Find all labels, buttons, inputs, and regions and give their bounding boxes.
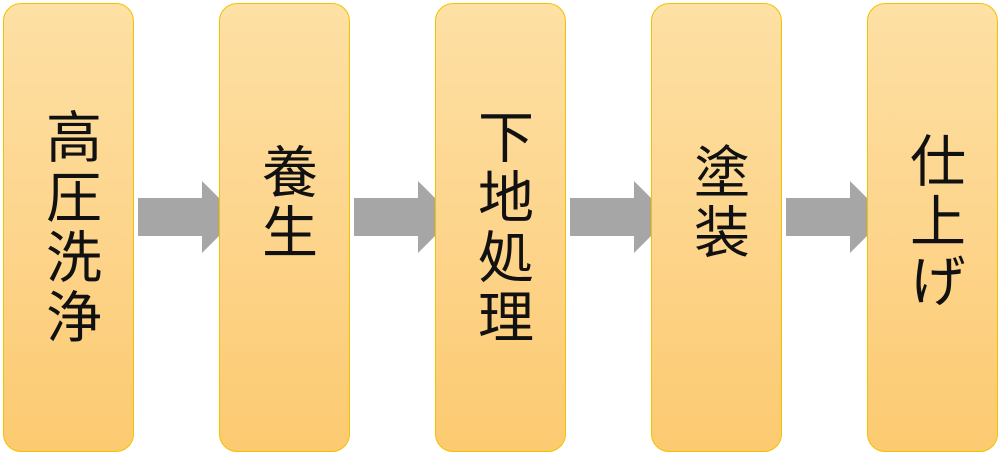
process-step-high-pressure-washing: 高圧洗浄 — [3, 3, 134, 452]
process-step-painting: 塗装 — [651, 3, 782, 452]
right-arrow-icon — [138, 181, 238, 253]
step-label: 塗装 — [684, 142, 750, 263]
right-arrow-icon — [570, 181, 670, 253]
step-label: 仕上げ — [900, 131, 966, 312]
process-step-surface-preparation: 下地処理 — [435, 3, 566, 452]
step-label: 下地処理 — [468, 107, 534, 348]
step-label: 高圧洗浄 — [36, 107, 102, 348]
right-arrow-icon — [786, 181, 886, 253]
right-arrow-icon — [354, 181, 454, 253]
process-step-masking: 養生 — [219, 3, 350, 452]
process-step-finishing: 仕上げ — [867, 3, 998, 452]
step-label: 養生 — [252, 142, 318, 263]
